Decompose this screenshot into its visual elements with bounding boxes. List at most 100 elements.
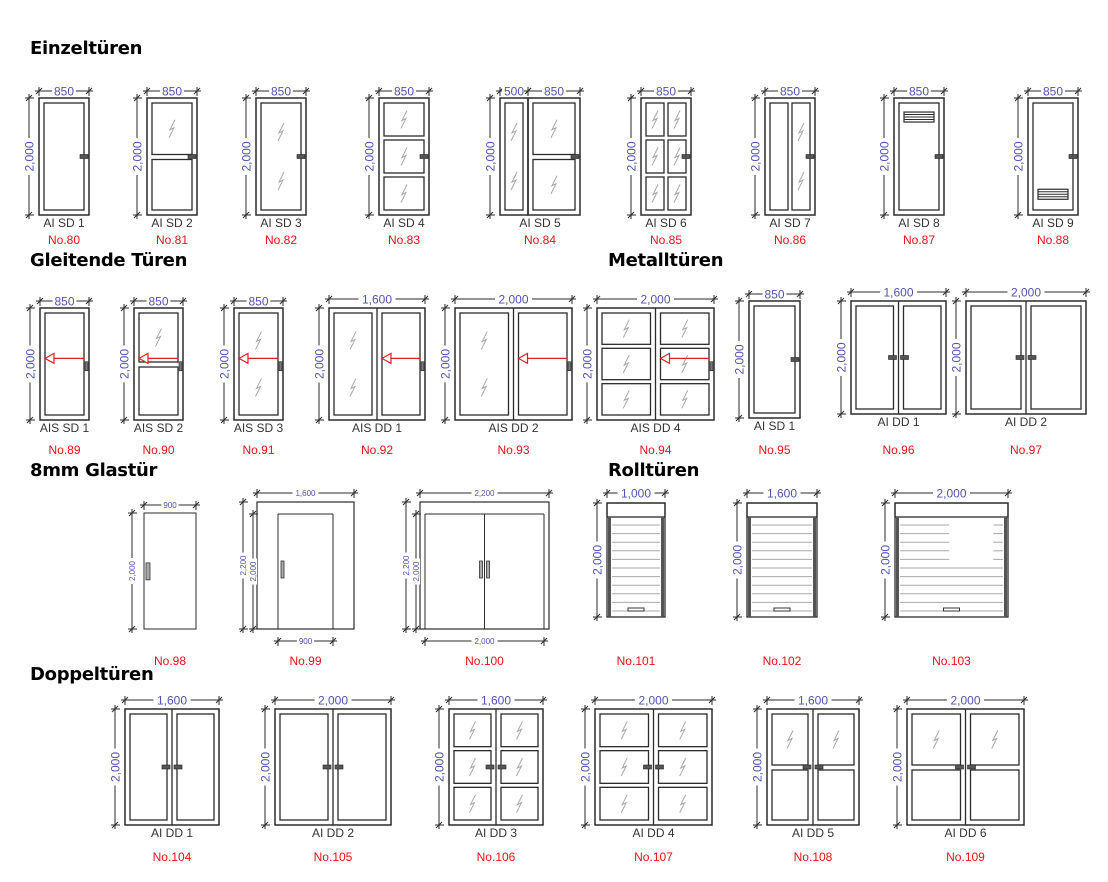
dimension-tick [230,297,238,305]
label-bg [878,138,890,175]
door-handle-icon [643,764,652,770]
width-dimension: 850 [375,84,433,98]
door-number: No.101 [617,654,656,668]
panel [659,347,710,381]
width-label: 1,600 [295,489,316,498]
glass-symbol-icon [480,331,488,350]
door-code: AI DD 1 [877,415,919,429]
width-label: 850 [780,84,800,98]
panel [659,383,710,416]
height-dimension: 2,000 [1011,94,1025,219]
dimension-tick [451,295,459,303]
dimension-tick [242,211,250,219]
glass-symbol-icon [673,184,681,203]
label-bg [950,339,962,376]
panel [453,786,492,821]
width-label: 850 [764,287,784,301]
width-label: 850 [1043,84,1063,98]
panel [532,158,576,211]
roller-frame [894,502,1009,618]
glass-symbol-icon [168,119,176,138]
dimension-tick [593,295,601,303]
dimension-tick [26,416,34,424]
sliding-handle-icon [84,361,89,372]
panel [532,102,576,156]
height-label: 2,000 [239,141,253,171]
door-code: AI SD 1 [43,216,85,230]
width-dimension: 850 [143,84,201,98]
roller-box [746,502,818,518]
section-title-single-doors: Einzeltüren [30,38,143,59]
width-label: 2,000 [474,637,495,646]
panel [238,312,279,416]
door-frame [146,97,198,216]
door-number: No.95 [758,443,790,457]
width-label: 2,000 [638,693,668,707]
panel [659,312,710,345]
label-bg [363,138,375,175]
panel [383,176,425,211]
dimension-tick [387,696,395,704]
label-bg [794,694,832,706]
dimension-tick [735,414,743,422]
door-frame [527,97,581,216]
dimension-tick [220,416,228,424]
glass-symbol-icon [673,147,681,166]
dimension-tick [1014,94,1022,102]
glass-symbol-icon [651,110,659,129]
label-bg [1041,85,1065,97]
door-frame [640,97,692,216]
door-number: No.90 [142,443,174,457]
dimension-tick [435,705,443,713]
height-dimension: 2,000 [949,297,963,418]
label-bg [635,694,672,706]
door-handle-icon [967,764,976,770]
height-label: 2,000 [748,141,762,171]
label-bg [1012,138,1024,175]
door-number: No.81 [156,233,188,247]
width-dimension: 2,000 [591,693,716,707]
door-number: No.83 [388,233,420,247]
door-number: No.105 [314,850,353,864]
panel [970,305,1022,410]
dimension-tick [128,509,136,517]
width-dimension: 850 [35,84,93,98]
door-code: AI SD 9 [1032,216,1074,230]
glass-symbol-icon [622,319,630,338]
label-bg [160,85,184,97]
panel [667,176,687,211]
dimension-tick [751,211,759,219]
label-bg [402,552,410,579]
height-label: 2,000 [483,141,497,171]
door-frame [38,97,90,216]
dimension-tick [133,94,141,102]
label-bg [835,339,847,376]
dimension-tick [315,304,323,312]
door-frame [748,300,801,419]
width-label: 1,600 [157,693,187,707]
glass-symbol-icon [797,122,805,142]
door-handle-icon [161,764,171,770]
vent-grille-icon [903,111,935,123]
dimension-tick [735,297,743,305]
glass-symbol-icon [550,119,558,138]
panel [753,305,796,414]
height-label: 2,000 [949,342,963,372]
height-label: 2,000 [22,141,36,171]
panel [279,713,329,821]
door-code: AIS DD 4 [630,421,680,435]
height-dimension: 2,000 [878,499,892,621]
door-handle-icon [296,154,306,159]
label-bg [24,345,36,383]
guide-rail [608,517,611,617]
door-handle-icon [322,764,332,770]
height-label: 2,000 [217,349,231,379]
width-label: 850 [148,294,168,308]
panel [333,312,373,416]
arrow-head [380,352,392,365]
